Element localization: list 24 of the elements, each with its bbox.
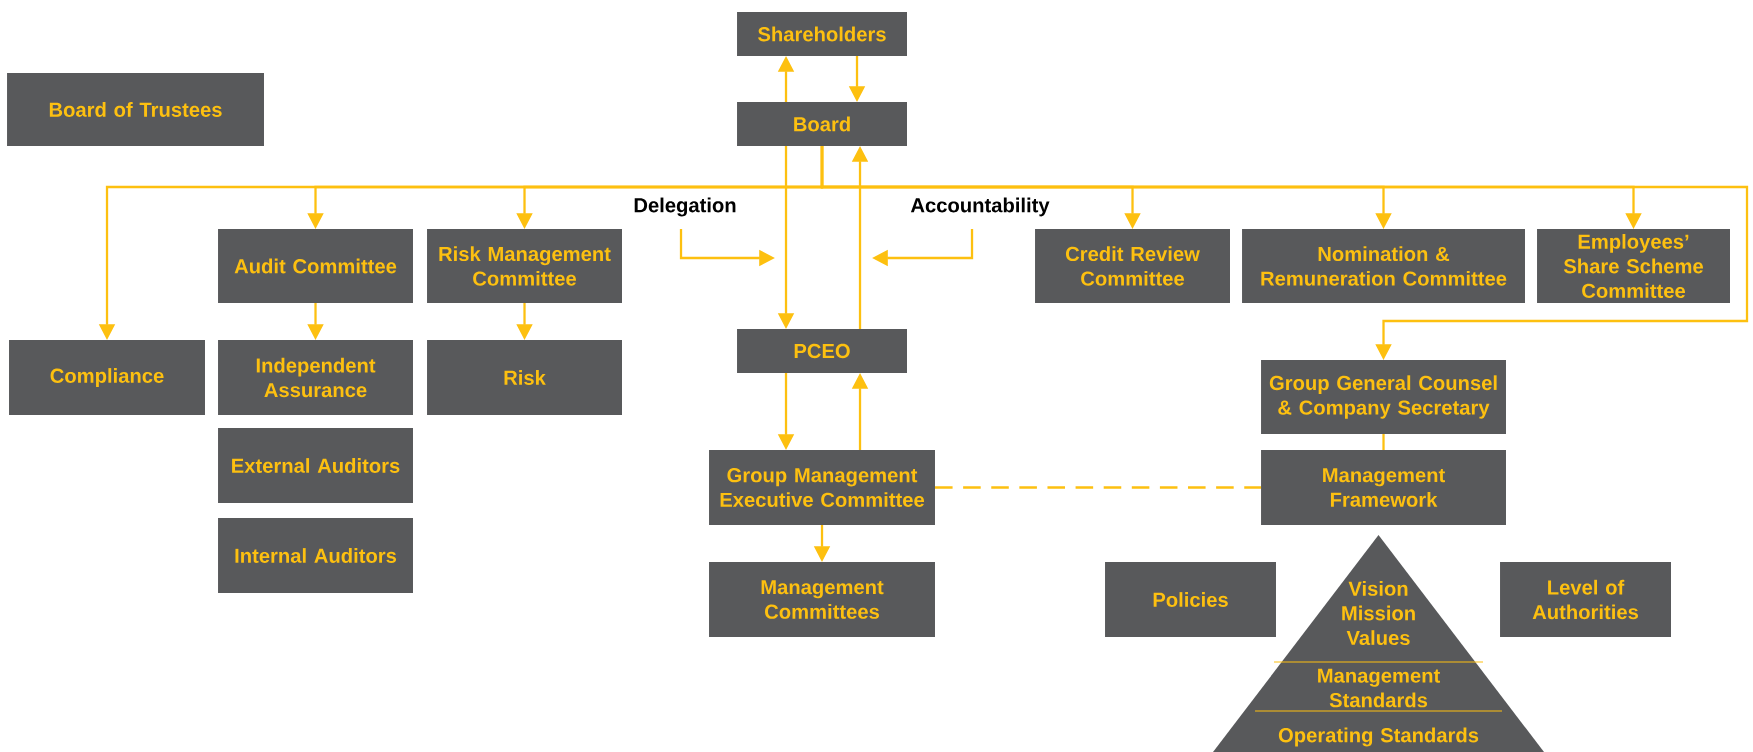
org-box: External Auditors (218, 428, 413, 503)
org-box: Group Management Executive Committee (709, 450, 935, 525)
org-box: Independent Assurance (218, 340, 413, 415)
flow-label: Accountability (910, 197, 1050, 217)
org-box: Policies (1105, 562, 1276, 637)
org-box: PCEO (737, 329, 907, 373)
org-box: Internal Auditors (218, 518, 413, 593)
org-box: Compliance (9, 340, 205, 415)
org-box: Management Committees (709, 562, 935, 637)
org-box: Nomination & Remuneration Committee (1242, 229, 1525, 303)
org-box: Shareholders (737, 12, 907, 56)
org-box: Board (737, 102, 907, 146)
org-box: Management Framework (1261, 450, 1506, 525)
org-box: Risk (427, 340, 622, 415)
flow-label: Delegation (634, 197, 736, 217)
org-box: Credit Review Committee (1035, 229, 1230, 303)
connector-line (1382, 434, 1385, 450)
org-box: Employees’ Share Scheme Committee (1537, 229, 1730, 303)
connector-line (935, 486, 1261, 489)
org-box: Audit Committee (218, 229, 413, 303)
org-box: Level of Authorities (1500, 562, 1671, 637)
org-box: Risk Management Committee (427, 229, 622, 303)
org-box: Board of Trustees (7, 73, 264, 146)
org-box: Group General Counsel & Company Secretary (1261, 360, 1506, 434)
